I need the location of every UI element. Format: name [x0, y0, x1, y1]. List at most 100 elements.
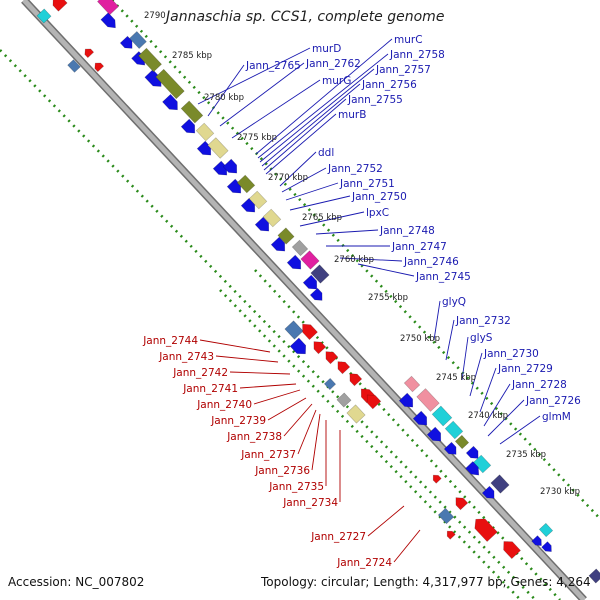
cds-forward-lower-7[interactable] — [426, 426, 445, 445]
gene-label-ddl[interactable]: ddl — [318, 147, 334, 159]
gene-label-jann_2730[interactable]: Jann_2730 — [483, 348, 539, 360]
cds-reverse-15[interactable] — [471, 514, 498, 542]
cds-forward-inner-3[interactable] — [180, 100, 204, 124]
cds-reverse-23[interactable] — [97, 0, 119, 16]
cds-forward-inner-13[interactable] — [310, 264, 330, 284]
gene-label-jann_2750[interactable]: Jann_2750 — [351, 191, 407, 203]
gene-label-jann_2747[interactable]: Jann_2747 — [391, 241, 447, 253]
gene-label-glyq[interactable]: glyQ — [442, 296, 466, 308]
gene-label-jann_2736[interactable]: Jann_2736 — [254, 465, 310, 477]
gene-label-jann_2742[interactable]: Jann_2742 — [172, 367, 228, 379]
cds-forward-lower-6[interactable] — [412, 410, 431, 429]
cds-reverse-3[interactable] — [310, 338, 327, 355]
cds-forward-lower-5[interactable] — [398, 392, 417, 411]
gene-label-jann_2751[interactable]: Jann_2751 — [339, 178, 395, 190]
gene-label-jann_2738[interactable]: Jann_2738 — [226, 431, 282, 443]
gene-label-jann_2741[interactable]: Jann_2741 — [182, 383, 238, 395]
cds-reverse-9[interactable] — [336, 392, 352, 408]
cds-forward-lower-0[interactable] — [403, 375, 421, 393]
cds-forward-inner-1[interactable] — [138, 47, 162, 73]
gene-label-jann_2748[interactable]: Jann_2748 — [379, 225, 435, 237]
gene-label-jann_2739[interactable]: Jann_2739 — [210, 415, 266, 427]
cds-forward-outer-11[interactable] — [270, 236, 289, 255]
cds-reverse-13[interactable] — [452, 494, 469, 511]
gene-label-jann_2752[interactable]: Jann_2752 — [327, 163, 383, 175]
cds-forward-outer-1[interactable] — [119, 35, 136, 52]
cds-forward-inner-11[interactable] — [291, 239, 309, 257]
cds-forward-lower-10[interactable] — [472, 454, 492, 474]
gene-label-jann_2746[interactable]: Jann_2746 — [403, 256, 459, 268]
cds-forward-outer-5[interactable] — [180, 118, 199, 137]
cds-reverse-0[interactable] — [284, 320, 304, 340]
cds-reverse-14[interactable] — [437, 507, 455, 525]
gene-label-jann_2743[interactable]: Jann_2743 — [158, 351, 214, 363]
gene-label-jann_2735[interactable]: Jann_2735 — [268, 481, 324, 493]
gene-label-glys[interactable]: glyS — [470, 332, 493, 344]
cds-forward-inner-5[interactable] — [207, 137, 229, 159]
cds-reverse-16[interactable] — [499, 537, 521, 560]
gene-label-glmm[interactable]: glmM — [542, 411, 571, 423]
cds-forward-inner-0[interactable] — [129, 31, 147, 49]
cds-forward-lower-4[interactable] — [454, 434, 470, 450]
gene-label-jann_2762[interactable]: Jann_2762 — [305, 58, 361, 70]
cds-reverse-8[interactable] — [323, 377, 337, 391]
gene-label-jann_2732[interactable]: Jann_2732 — [455, 315, 511, 327]
gene-label-jann_2729[interactable]: Jann_2729 — [497, 363, 553, 375]
cds-forward-inner-6[interactable] — [222, 158, 241, 177]
cds-forward-outer-13[interactable] — [302, 274, 321, 293]
cds-forward-outer-4[interactable] — [162, 93, 182, 113]
gene-label-murc[interactable]: murC — [394, 34, 423, 46]
cds-forward-lower-14[interactable] — [538, 522, 554, 538]
cds-forward-inner-9[interactable] — [262, 208, 282, 228]
cds-forward-inner-2[interactable] — [155, 68, 185, 100]
gene-label-jann_2727[interactable]: Jann_2727 — [310, 531, 366, 543]
gene-label-murb[interactable]: murB — [338, 109, 366, 121]
cds-reverse-22[interactable] — [92, 60, 105, 73]
cds-reverse-12[interactable] — [431, 473, 442, 484]
cds-forward-inner-14[interactable] — [309, 287, 326, 304]
cds-reverse-11[interactable] — [363, 391, 382, 410]
cds-forward-inner-7[interactable] — [236, 174, 256, 194]
gene-label-murd[interactable]: murD — [312, 43, 341, 55]
cds-forward-outer-12[interactable] — [286, 254, 305, 273]
cds-forward-outer-0[interactable] — [100, 12, 119, 32]
gene-label-murg[interactable]: murG — [322, 75, 351, 87]
gene-label-jann_2756[interactable]: Jann_2756 — [361, 79, 417, 91]
gene-label-jann_2724[interactable]: Jann_2724 — [336, 557, 392, 569]
cds-reverse-5[interactable] — [334, 358, 351, 375]
cds-forward-lower-1[interactable] — [416, 388, 440, 412]
cds-reverse-4[interactable] — [322, 348, 339, 365]
gene-label-jann_2745[interactable]: Jann_2745 — [415, 271, 471, 283]
gene-label-lpxc[interactable]: lpxC — [366, 207, 389, 219]
cds-reverse-17[interactable] — [445, 529, 456, 540]
gene-label-jann_2755[interactable]: Jann_2755 — [347, 94, 403, 106]
cds-forward-inner-4[interactable] — [195, 122, 215, 142]
gene-label-jann_2737[interactable]: Jann_2737 — [240, 449, 296, 461]
cds-reverse-1[interactable] — [299, 320, 318, 341]
gene-label-jann_2734[interactable]: Jann_2734 — [282, 497, 338, 509]
cds-forward-lower-2[interactable] — [431, 405, 453, 427]
cds-reverse-18[interactable] — [49, 0, 68, 12]
gene-label-jann_2765[interactable]: Jann_2765 — [245, 60, 301, 72]
gene-label-jann_2740[interactable]: Jann_2740 — [196, 399, 252, 411]
cds-forward-lower-3[interactable] — [444, 420, 464, 440]
cds-reverse-19[interactable] — [36, 8, 52, 24]
gene-label-jann_2744[interactable]: Jann_2744 — [142, 335, 198, 347]
cds-forward-inner-8[interactable] — [248, 190, 268, 210]
cds-forward-inner-10[interactable] — [277, 227, 295, 245]
cds-forward-lower-15[interactable] — [531, 535, 545, 549]
cds-forward-lower-13[interactable] — [481, 485, 498, 502]
gene-label-jann_2726[interactable]: Jann_2726 — [525, 395, 581, 407]
gene-label-jann_2728[interactable]: Jann_2728 — [511, 379, 567, 391]
cds-forward-lower-16[interactable] — [541, 541, 555, 555]
cds-reverse-6[interactable] — [346, 370, 363, 387]
cds-reverse-21[interactable] — [82, 46, 95, 59]
cds-reverse-20[interactable] — [67, 59, 81, 73]
cds-forward-lower-9[interactable] — [465, 445, 482, 462]
gene-label-jann_2757[interactable]: Jann_2757 — [375, 64, 431, 76]
cds-forward-lower-8[interactable] — [443, 441, 460, 458]
cds-forward-lower-12[interactable] — [490, 474, 510, 494]
cds-forward-inner-12[interactable] — [300, 250, 320, 270]
cds-reverse-10[interactable] — [346, 404, 366, 424]
cds-forward-outer-10[interactable] — [254, 216, 273, 235]
